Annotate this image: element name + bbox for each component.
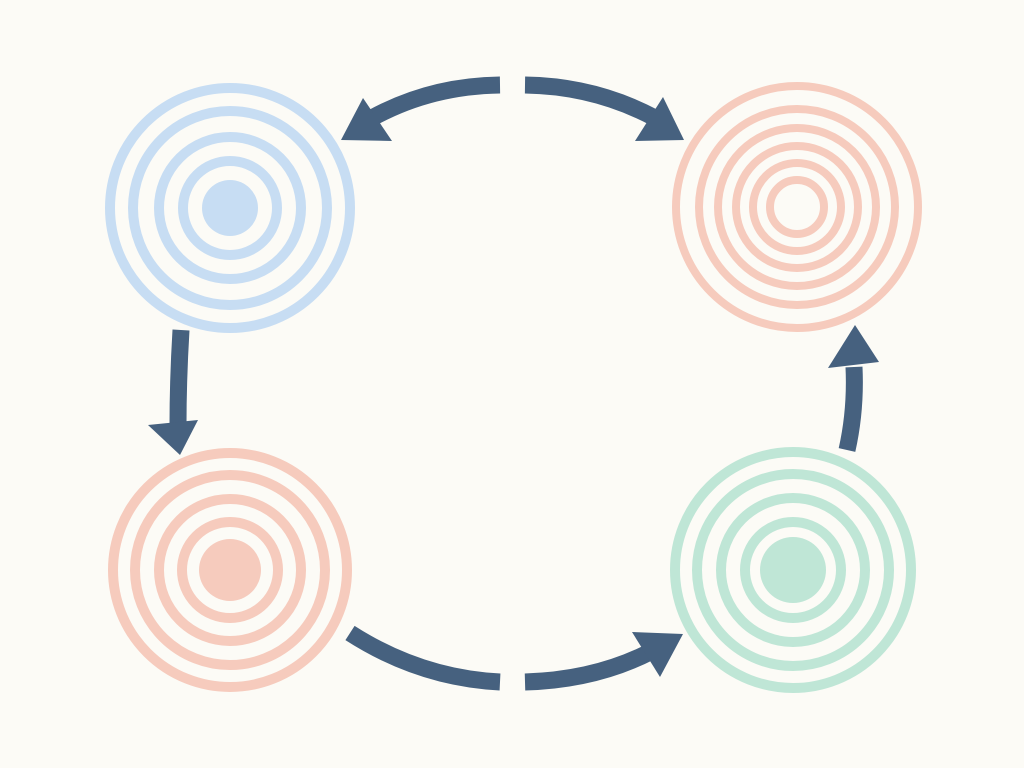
- arrow-bottom-center-to-bottom-right: [524, 632, 683, 691]
- arrow-shaft: [345, 625, 501, 691]
- node-ring: [749, 159, 845, 255]
- node-bottom-right: [670, 447, 916, 693]
- node-ring: [695, 105, 899, 309]
- node-ring: [670, 447, 916, 693]
- arrow-shaft: [367, 76, 501, 126]
- arrow-head-icon: [632, 632, 683, 677]
- arrow-top-center-to-top-right: [524, 76, 684, 141]
- node-ring: [732, 142, 862, 272]
- node-ring: [130, 470, 330, 670]
- arrow-shaft: [169, 329, 190, 426]
- node-center-dot: [202, 180, 258, 236]
- node-top-left: [105, 83, 355, 333]
- arrow-bottom-right-to-top-right: [828, 325, 879, 452]
- node-ring: [105, 83, 355, 333]
- node-ring: [154, 132, 306, 284]
- node-ring: [177, 517, 283, 623]
- node-ring: [128, 106, 332, 310]
- node-ring: [108, 448, 352, 692]
- node-ring: [716, 493, 870, 647]
- node-bottom-left: [108, 448, 352, 692]
- arrow-head-icon: [341, 98, 392, 141]
- node-ring: [740, 517, 846, 623]
- node-ring: [692, 469, 894, 671]
- arrow-top-left-to-bottom-left: [148, 329, 198, 455]
- arrow-shaft: [524, 644, 654, 691]
- arrow-shaft: [838, 366, 863, 452]
- arrow-head-icon: [635, 97, 684, 141]
- node-ring: [766, 176, 828, 238]
- arrow-head-icon: [148, 420, 198, 455]
- node-ring: [714, 124, 880, 290]
- arrow-shaft: [524, 76, 659, 126]
- node-ring: [178, 156, 282, 260]
- node-center-dot: [760, 537, 826, 603]
- node-ring: [672, 82, 922, 332]
- arrow-top-center-to-top-left: [341, 76, 501, 141]
- arrow-head-icon: [828, 325, 879, 368]
- node-center-dot: [199, 539, 261, 601]
- node-top-right: [672, 82, 922, 332]
- node-ring: [154, 494, 306, 646]
- arrow-bottom-left-to-bottom-center: [345, 625, 501, 691]
